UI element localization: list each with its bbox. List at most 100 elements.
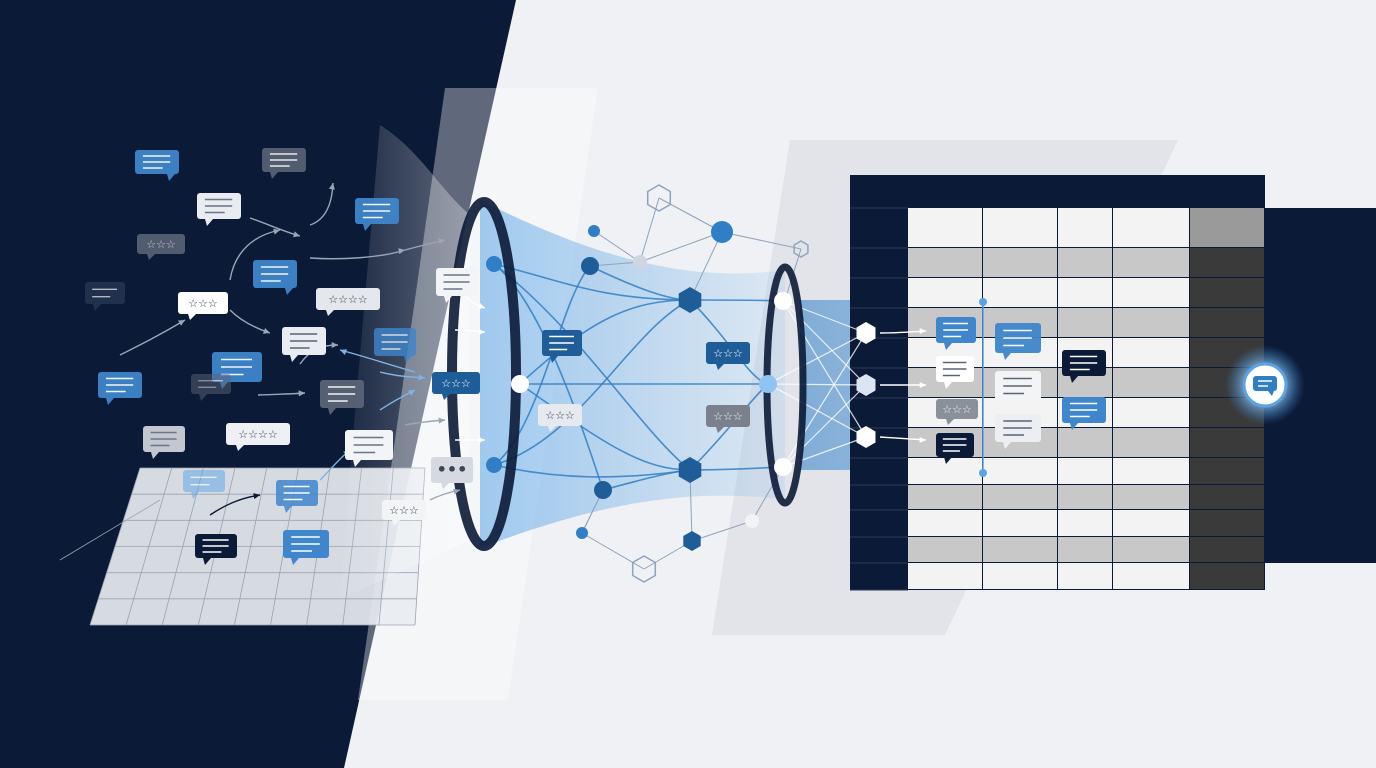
network-link <box>782 332 867 468</box>
table-cell <box>1113 510 1189 536</box>
chat-bubble-icon <box>542 330 582 363</box>
network-link <box>721 231 802 250</box>
network-link <box>658 197 723 233</box>
network-node-icon <box>486 256 502 272</box>
network-link <box>493 263 691 301</box>
table-cell <box>983 485 1057 509</box>
table-cell <box>908 485 982 509</box>
chat-bubble-icon <box>143 426 185 459</box>
arrow-head <box>253 493 260 500</box>
network-node-icon <box>486 457 502 473</box>
table-cell <box>983 248 1057 277</box>
table-cell <box>1058 563 1112 589</box>
rating-stars: ☆☆☆ <box>389 504 419 517</box>
table-cell <box>1058 485 1112 509</box>
rating-stars: ☆☆☆ <box>713 410 743 423</box>
rating-stars: ☆☆☆ <box>188 297 218 310</box>
network-node-icon <box>774 458 792 476</box>
hexagon-node-icon <box>631 555 657 583</box>
chat-bubble-icon <box>253 260 297 295</box>
chat-bubble-icon <box>276 480 318 513</box>
hexagon-node-icon <box>856 426 876 448</box>
table-cell <box>1190 278 1264 307</box>
output-node <box>1225 345 1305 425</box>
network-node-icon <box>979 298 987 306</box>
output-chat-icon <box>1253 376 1277 396</box>
table-cell <box>1190 563 1264 589</box>
star-rating-icon: ☆☆☆ <box>137 234 185 260</box>
table-cell <box>1113 398 1189 427</box>
table-cell <box>1190 458 1264 484</box>
chat-bubble-icon <box>995 414 1041 449</box>
flow-arrow <box>229 229 281 281</box>
network-link <box>767 383 867 386</box>
network-connections <box>493 197 984 570</box>
chat-bubble-icon <box>262 148 306 179</box>
table-cell <box>1058 248 1112 277</box>
table-cell <box>1058 510 1112 536</box>
chat-bubble-icon <box>320 380 364 415</box>
network-node-icon <box>511 375 529 393</box>
arrow-head <box>438 238 445 245</box>
hexagon-node-icon <box>678 287 702 313</box>
rating-stars: ☆☆☆☆ <box>328 293 368 306</box>
hexagon-node-icon <box>678 457 702 483</box>
table-cell <box>908 510 982 536</box>
network-node-icon <box>594 481 612 499</box>
table-cell <box>1058 458 1112 484</box>
arrow-head <box>340 349 347 355</box>
chat-bubble-icon <box>1062 350 1106 383</box>
arrow-head <box>478 437 485 443</box>
hexagon-node-icon <box>856 374 876 396</box>
rating-stars: ☆☆☆ <box>942 403 972 416</box>
network-link <box>767 383 867 438</box>
table-cell <box>1113 338 1189 367</box>
arrow-head <box>919 382 926 388</box>
star-rating-icon: ☆☆☆☆ <box>316 288 380 316</box>
table-cell <box>1113 458 1189 484</box>
table-cell <box>983 510 1057 536</box>
table-cell <box>1113 368 1189 397</box>
star-rating-icon: ☆☆☆ <box>936 399 978 425</box>
chat-bubble-icon <box>436 268 478 303</box>
chat-bubble-icon <box>995 323 1041 360</box>
network-link <box>493 464 691 478</box>
table-cell <box>1190 485 1264 509</box>
arrow-head <box>478 329 485 335</box>
star-rating-icon: ☆☆☆ <box>538 404 582 432</box>
arrow-head <box>263 328 270 334</box>
table-cell <box>1190 510 1264 536</box>
network-node-icon <box>745 514 759 528</box>
chat-bubble-icon <box>345 430 393 467</box>
arrow-head <box>418 374 425 381</box>
chat-bubble-icon <box>355 198 399 231</box>
chat-bubble-icon <box>195 534 237 565</box>
table-cell <box>1058 208 1112 247</box>
chat-bubble-icon <box>936 433 974 464</box>
table-cell <box>1113 208 1189 247</box>
chat-bubble-icon <box>135 150 179 181</box>
rating-stars: ☆☆☆☆ <box>238 428 278 441</box>
chat-bubble-icon <box>98 372 142 405</box>
network-node-icon <box>576 527 588 539</box>
network-link <box>519 383 691 471</box>
arrow-head <box>438 417 445 424</box>
arrow-head <box>178 320 185 326</box>
star-rating-icon: ☆☆☆☆ <box>226 423 290 451</box>
table-cell <box>1190 537 1264 562</box>
network-link <box>639 231 723 263</box>
network-link <box>751 466 784 522</box>
table-cell <box>983 537 1057 562</box>
star-rating-icon: ☆☆☆ <box>432 372 480 400</box>
data-bubbles: ☆☆☆☆☆☆☆☆☆☆☆☆☆☆☆☆☆☆☆☆•••☆☆☆☆☆☆☆☆☆☆☆☆ <box>85 148 1106 565</box>
network-link <box>593 230 641 263</box>
network-link <box>581 532 645 570</box>
grid-line <box>59 499 161 561</box>
table-cell <box>1190 248 1264 277</box>
network-link <box>493 263 691 471</box>
flow-arrow <box>309 249 406 260</box>
table-cell <box>908 458 982 484</box>
arrow-head <box>293 231 300 238</box>
chat-bubble-icon <box>191 374 231 401</box>
